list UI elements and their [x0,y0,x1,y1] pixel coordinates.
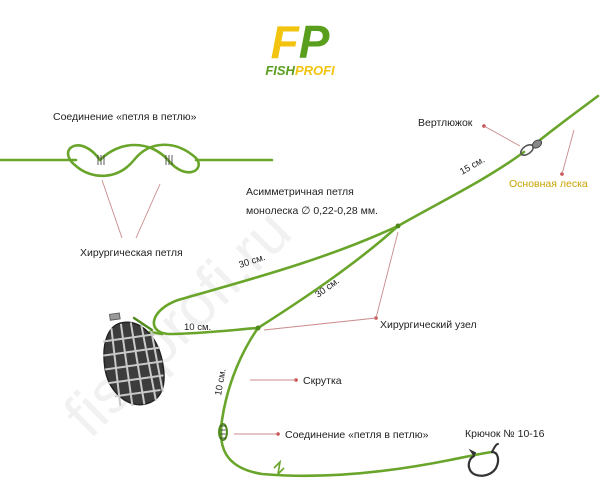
surgical-knot-pointers [263,231,399,331]
loop-connection-figure [0,143,274,178]
distance-15cm: 15 см. [458,155,487,178]
label-loop-connection-bottom: Соединение «петля в петлю» [285,429,429,441]
label-hook: Крючок № 10-16 [465,428,545,440]
rig-lines [148,94,600,478]
logo: FP FISHPROFI [265,16,335,78]
leader-upper [396,150,526,228]
swivel [520,139,543,156]
label-swivel: Вертлюжок [418,117,473,129]
label-asym-loop-2: монолеска ∅ 0,22-0,28 мм. [246,205,378,217]
label-main-line: Основная леска [509,178,588,190]
main-line [538,94,600,142]
distance-10cm-loop: 10 см. [184,322,211,333]
surgical-loop-pointers [101,179,161,239]
distance-30cm-inner: 30 см. [313,276,341,301]
feeder-cage-icon [103,312,165,407]
distance-10cm-hook: 10 см. [213,368,229,397]
hook-icon [467,443,500,477]
label-surgical-knot: Хирургический узел [380,319,477,331]
logo-wordmark: FISHPROFI [265,63,335,78]
label-surgical-loop: Хирургическая петля [80,247,183,259]
label-asym-loop-1: Асимметричная петля [246,186,354,198]
logo-letters: FP [271,16,330,68]
label-twist: Скрутка [303,375,342,387]
hook-link [219,326,494,478]
label-loop-connection-top: Соединение «петля в петлю» [53,111,197,123]
loop-long-arm [152,224,400,336]
loop-inner-arm [256,224,400,330]
knot-markers [218,223,401,477]
